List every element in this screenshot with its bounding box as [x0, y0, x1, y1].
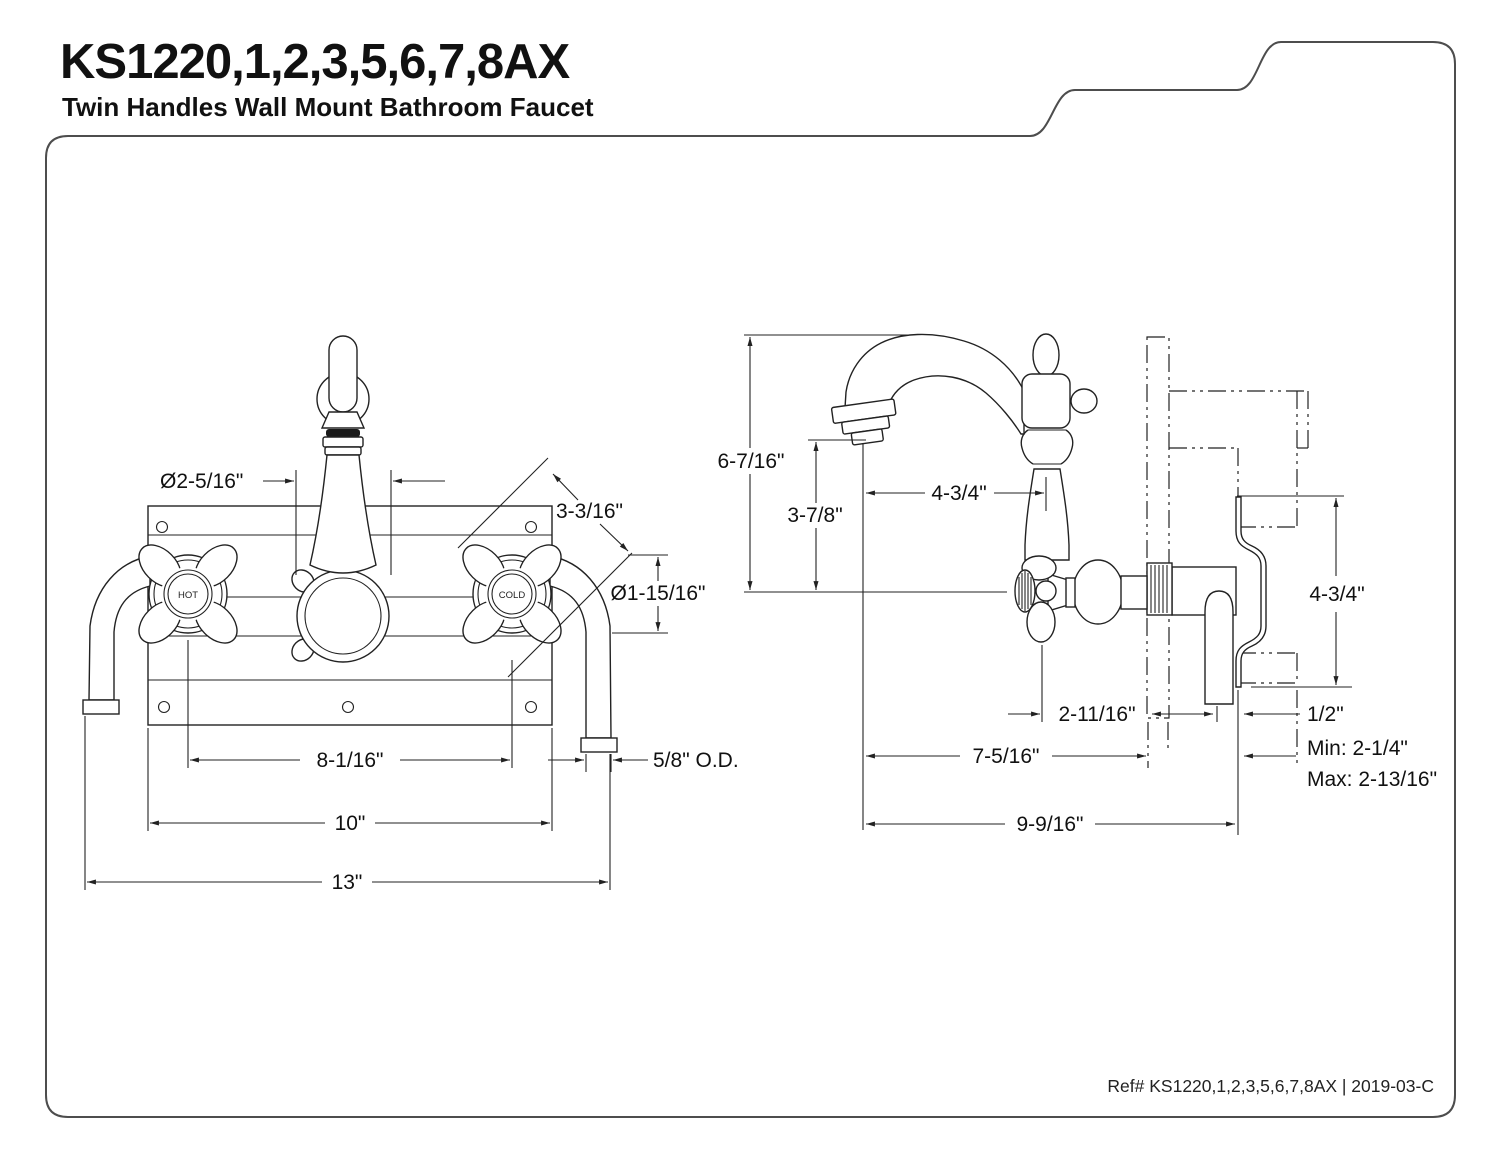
dim-overall-depth: 9-9/16"	[1017, 813, 1084, 836]
dim-spout-height: 6-7/16"	[718, 450, 785, 473]
header: KS1220,1,2,3,5,6,7,8AX Twin Handles Wall…	[60, 35, 594, 122]
dim-tube-od: 5/8" O.D.	[653, 749, 739, 772]
column	[1024, 468, 1070, 561]
handle-side	[1014, 555, 1076, 643]
screw-hole	[155, 520, 169, 534]
hot-label: HOT	[178, 590, 198, 601]
spout-front	[291, 335, 390, 663]
dim-center-to-wall: 2-11/16"	[1058, 703, 1135, 726]
dim-wall-max: Max: 2-13/16"	[1307, 768, 1437, 791]
page-subtitle: Twin Handles Wall Mount Bathroom Faucet	[62, 92, 594, 122]
handle-escutcheon-side	[1072, 559, 1124, 625]
drop-tube	[1204, 590, 1234, 705]
hot-handle: HOT	[138, 544, 238, 644]
finial	[1032, 333, 1060, 377]
dim-spout-reach: 4-3/4"	[931, 482, 986, 505]
side-view: 6-7/16" 3-7/8" 4-3/4" 4-3/4" 2-11/16"	[718, 333, 1437, 836]
front-dimensions: Ø2-5/16" 3-3/16" Ø1-15/16" 8-1/16"	[84, 457, 739, 894]
page-title: KS1220,1,2,3,5,6,7,8AX	[60, 35, 571, 89]
ref-note: Ref# KS1220,1,2,3,5,6,7,8AX | 2019-03-C	[1107, 1076, 1434, 1096]
border-frame	[45, 41, 1456, 1118]
dim-escutcheon-diameter: Ø2-5/16"	[160, 470, 243, 493]
threaded-nipple	[1146, 562, 1173, 616]
dim-bracket-height: 4-3/4"	[1309, 583, 1364, 606]
dim-plate-width: 10"	[335, 812, 366, 835]
dim-handle-diagonal: 3-3/16"	[556, 500, 623, 523]
spout-nozzle	[830, 398, 897, 446]
swivel-knob	[1070, 388, 1098, 414]
left-supply-tube	[82, 555, 151, 715]
cold-handle: COLD	[462, 544, 562, 644]
dim-wall-min: Min: 2-1/4"	[1307, 737, 1408, 760]
cold-label: COLD	[499, 590, 526, 601]
screw-hole	[524, 520, 538, 534]
dim-handle-spacing: 8-1/16"	[317, 749, 384, 772]
front-view: HOT COLD Ø2-5/16"	[82, 335, 739, 894]
wall-plate-side	[1146, 336, 1170, 719]
spout-side	[844, 333, 1025, 435]
dim-overall-width: 13"	[332, 871, 363, 894]
side-dimensions: 6-7/16" 3-7/8" 4-3/4" 4-3/4" 2-11/16"	[718, 334, 1437, 836]
screw-hole	[524, 700, 538, 714]
behind-wall-piping	[1146, 336, 1309, 719]
dim-handle-diameter: Ø1-15/16"	[610, 582, 705, 605]
screw-hole	[341, 700, 355, 714]
wall-flange	[1235, 496, 1267, 688]
right-supply-tube	[549, 555, 618, 753]
faucet-side	[830, 333, 1148, 643]
dim-outlet-height: 3-7/8"	[787, 504, 842, 527]
dim-outlet-to-wall: 7-5/16"	[973, 745, 1040, 768]
screw-hole	[157, 700, 171, 714]
dim-tube-offset: 1/2"	[1307, 703, 1344, 726]
